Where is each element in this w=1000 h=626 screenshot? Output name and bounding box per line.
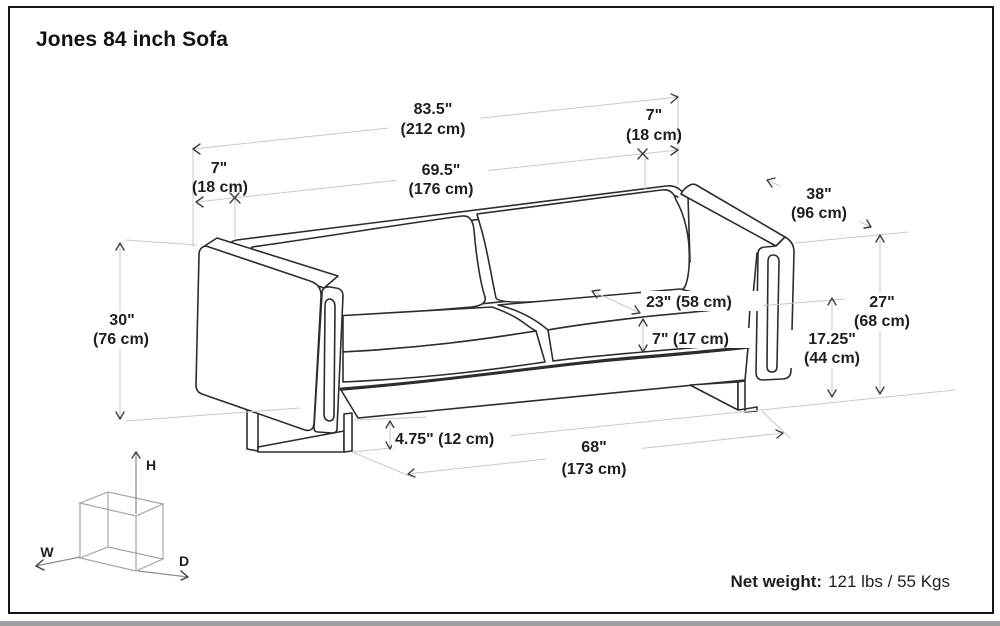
dim-overall-height-inches: 30" [109, 312, 134, 329]
dim-seat-depth: 23" (58 cm) [591, 289, 763, 315]
dim-base-width: 68" (173 cm) [407, 429, 784, 480]
dim-overall-height: 30" (76 cm) [88, 242, 156, 420]
dim-arm-width-right-cm: (18 cm) [626, 127, 682, 144]
axis-label-width: W [40, 544, 54, 560]
dim-overall-height-cm: (76 cm) [93, 331, 149, 348]
page-title: Jones 84 inch Sofa [36, 28, 229, 51]
sofa-leg-left [246, 408, 353, 453]
dim-cushion-thickness-label: 7" (17 cm) [652, 331, 729, 348]
dim-cushion-thickness: 7" (17 cm) [638, 318, 752, 353]
dim-overall-width-inches: 83.5" [414, 101, 453, 118]
dim-seat-height-cm: (44 cm) [804, 350, 860, 367]
axis-label-height: H [146, 457, 156, 473]
dim-arm-height-inches: 27" [869, 294, 894, 311]
arm-slot-detail-left [323, 298, 336, 422]
dim-arm-width-left-inches: 7" [211, 160, 227, 177]
net-weight-label: Net weight: [730, 572, 823, 591]
seat-cushion-left-front [342, 330, 546, 383]
dim-arm-height: 27" (68 cm) [845, 234, 921, 395]
dim-overall-depth-inches: 38" [806, 186, 831, 203]
dim-overall-depth-cm: (96 cm) [791, 205, 847, 222]
dim-arm-width-left-cm: (18 cm) [192, 179, 248, 196]
sofa-arm-left [195, 237, 344, 434]
orientation-axes-cube-icon: H W D [35, 451, 189, 581]
dim-overall-width-cm: (212 cm) [401, 121, 466, 138]
dim-seat-height-inches: 17.25" [808, 331, 856, 348]
sofa-arm-right [680, 183, 795, 381]
dim-base-width-inches: 68" [581, 439, 606, 456]
dim-seating-width: 69.5" (176 cm) 7" (18 cm) 7" (18 cm) [192, 107, 682, 208]
dim-arm-width-right-inches: 7" [646, 107, 662, 124]
bottom-edge-strip [0, 621, 1000, 626]
sofa-illustration [195, 183, 795, 453]
axis-label-depth: D [179, 553, 189, 569]
base-welt-line [339, 345, 751, 391]
dimension-annotations: 83.5" (212 cm) 69.5" (176 cm) 7" (18 cm)… [88, 93, 956, 480]
sofa-leg-right [689, 380, 758, 413]
dim-overall-width: 83.5" (212 cm) [192, 93, 679, 155]
dim-base-width-cm: (173 cm) [562, 461, 627, 478]
dim-seating-width-cm: (176 cm) [409, 181, 474, 198]
dim-seat-depth-label: 23" (58 cm) [646, 294, 732, 311]
back-cushion-right [476, 189, 691, 303]
dim-seat-height: 17.25" (44 cm) [788, 297, 878, 398]
dim-arm-height-cm: (68 cm) [854, 313, 910, 330]
dim-leg-height: 4.75" (12 cm) [385, 420, 510, 450]
net-weight-value: 121 lbs / 55 Kgs [828, 572, 950, 591]
dim-overall-depth: 38" (96 cm) [766, 177, 872, 229]
arm-slot-detail-right [766, 254, 780, 373]
dim-leg-height-label: 4.75" (12 cm) [395, 431, 494, 448]
net-weight: Net weight: 121 lbs / 55 Kgs [730, 572, 950, 592]
dim-seating-width-inches: 69.5" [422, 162, 461, 179]
